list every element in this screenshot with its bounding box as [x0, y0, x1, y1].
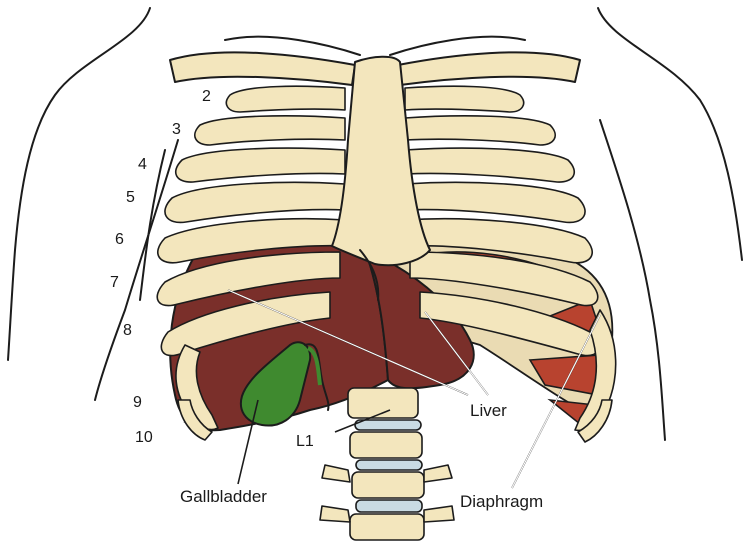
- disc-2: [356, 460, 422, 470]
- gallbladder-label: Gallbladder: [180, 487, 267, 506]
- rib-label-8: 8: [123, 322, 132, 339]
- clavicle-left: [398, 52, 580, 85]
- rib-label-9: 9: [133, 394, 142, 411]
- rib-label-7: 7: [110, 274, 119, 291]
- diaphragm-label: Diaphragm: [460, 492, 543, 511]
- l1-label: L1: [296, 433, 314, 450]
- rib-label-3: 3: [172, 121, 181, 138]
- clavicle-right: [170, 52, 355, 85]
- vertebra-l4: [350, 514, 424, 540]
- liver-label: Liver: [470, 401, 507, 420]
- vertebra-l2: [350, 432, 422, 458]
- disc-1: [355, 420, 421, 430]
- rib-label-6: 6: [115, 231, 124, 248]
- rib-label-10: 10: [135, 429, 153, 446]
- rib-label-2: 2: [202, 88, 211, 105]
- rib-label-4: 4: [138, 156, 147, 173]
- diaphragm-muscle-band-2: [530, 355, 600, 395]
- disc-3: [356, 500, 422, 512]
- rib-label-5: 5: [126, 189, 135, 206]
- vertebra-l3: [352, 472, 424, 498]
